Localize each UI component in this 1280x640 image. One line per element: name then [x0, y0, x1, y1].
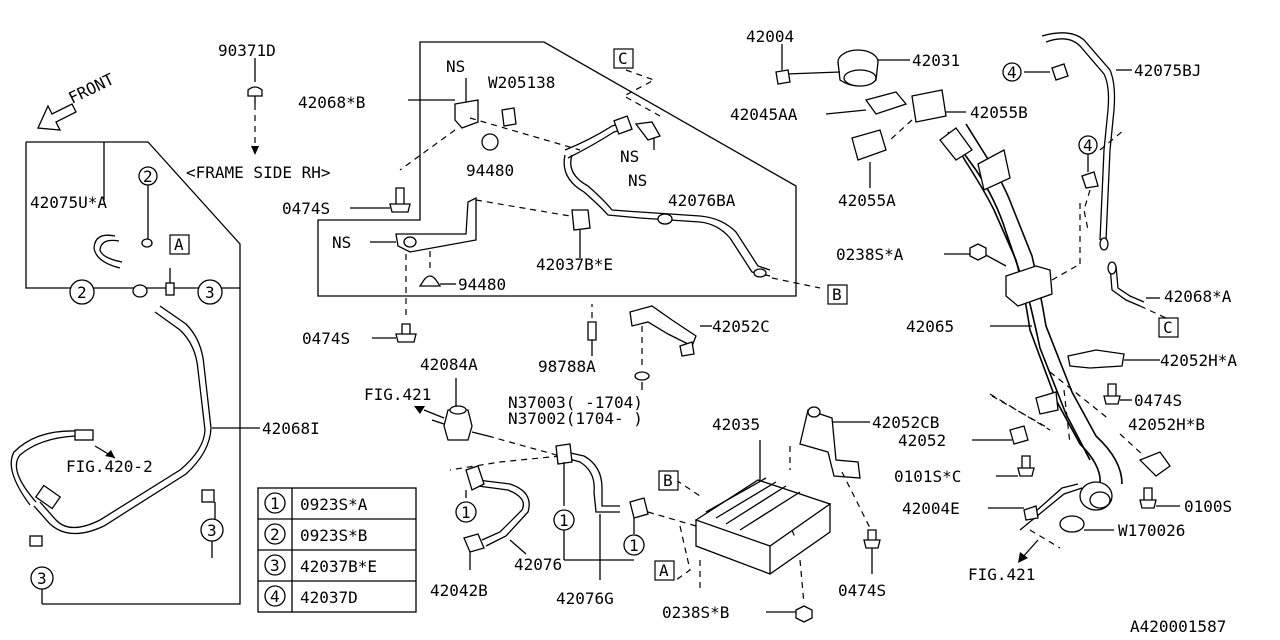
part-42004[interactable]: 42004 [746, 27, 794, 46]
part-42031[interactable]: 42031 [912, 51, 960, 70]
circle-2-a: 2 [143, 167, 153, 186]
part-42076[interactable]: 42076 [514, 555, 562, 574]
part-94480-b[interactable]: 94480 [458, 275, 506, 294]
fig-420-2[interactable]: FIG.420-2 [66, 457, 153, 476]
part-W170026[interactable]: W170026 [1118, 521, 1185, 540]
legend-part-1[interactable]: 0923S*A [300, 495, 368, 514]
legend-num-4: 4 [270, 587, 280, 606]
part-42068B[interactable]: 42068*B [298, 93, 365, 112]
part-0101SC[interactable]: 0101S*C [894, 467, 961, 486]
part-42052[interactable]: 42052 [898, 431, 946, 450]
ref-box-a-a[interactable]: A [174, 235, 184, 254]
part-42004E[interactable]: 42004E [902, 499, 960, 518]
part-42068I[interactable]: 42068I [262, 419, 320, 438]
part-0100S[interactable]: 0100S [1184, 497, 1232, 516]
part-90371D[interactable]: 90371D [218, 41, 276, 60]
part-42076G[interactable]: 42076G [556, 589, 614, 608]
left-detail-panel [26, 141, 241, 605]
note-N37003: N37003( -1704) [508, 393, 643, 412]
part-42055A[interactable]: 42055A [838, 191, 896, 210]
part-42052C[interactable]: 42052C [712, 317, 770, 336]
part-42045AA[interactable]: 42045AA [730, 105, 798, 124]
part-42052CB[interactable]: 42052CB [872, 413, 939, 432]
part-42035[interactable]: 42035 [712, 415, 760, 434]
ref-box-b-a[interactable]: B [832, 285, 842, 304]
fig-421-b[interactable]: FIG.421 [968, 565, 1035, 584]
part-42055B[interactable]: 42055B [970, 103, 1028, 122]
legend-num-2: 2 [270, 525, 280, 544]
frame-side-label: <FRAME SIDE RH> [186, 163, 331, 182]
legend-num-3: 3 [270, 556, 280, 575]
part-0474S-a[interactable]: 0474S [282, 199, 330, 218]
part-42075BJ[interactable]: 42075BJ [1134, 61, 1201, 80]
part-42084A[interactable]: 42084A [420, 355, 478, 374]
part-42068A[interactable]: 42068*A [1164, 287, 1232, 306]
ns-label-3: NS [628, 171, 647, 190]
part-42037BE[interactable]: 42037B*E [536, 255, 613, 274]
ref-box-c-top[interactable]: C [618, 49, 628, 68]
part-42075UA[interactable]: 42075U*A [30, 193, 107, 212]
front-arrow-icon [37, 103, 77, 131]
ns-label-4: NS [332, 233, 351, 252]
part-0474S-c[interactable]: 0474S [1134, 391, 1182, 410]
circle-2-b: 2 [77, 283, 87, 302]
legend-num-1: 1 [270, 494, 280, 513]
part-0238SB[interactable]: 0238S*B [662, 603, 729, 622]
circle-4-b: 4 [1083, 136, 1093, 155]
legend-part-4[interactable]: 42037D [300, 588, 358, 607]
circle-3-b: 3 [207, 521, 217, 540]
part-0474S-b[interactable]: 0474S [302, 329, 350, 348]
part-42052HA[interactable]: 42052H*A [1160, 351, 1237, 370]
legend-part-2[interactable]: 0923S*B [300, 526, 367, 545]
part-0474S-d[interactable]: 0474S [838, 581, 886, 600]
ref-box-c-b[interactable]: C [1163, 318, 1173, 337]
part-42065[interactable]: 42065 [906, 317, 954, 336]
part-98788A[interactable]: 98788A [538, 357, 596, 376]
circle-1-c: 1 [629, 536, 639, 555]
ref-box-a-b[interactable]: A [659, 561, 669, 580]
part-94480-a[interactable]: 94480 [466, 161, 514, 180]
part-42052HB[interactable]: 42052H*B [1128, 415, 1205, 434]
ref-box-b-b[interactable]: B [663, 471, 673, 490]
part-42076BA[interactable]: 42076BA [668, 191, 736, 210]
ns-label-2: NS [620, 147, 639, 166]
part-42042B[interactable]: 42042B [430, 581, 488, 600]
part-W205138[interactable]: W205138 [488, 73, 555, 92]
fig-421-a[interactable]: FIG.421 [364, 385, 431, 404]
circle-3-c: 3 [37, 569, 47, 588]
circle-3-a: 3 [205, 283, 215, 302]
circle-4-a: 4 [1007, 63, 1017, 82]
middle-detail-panel [317, 41, 797, 297]
circle-1-b: 1 [559, 511, 569, 530]
ns-label-1: NS [446, 57, 465, 76]
diagram-id: A420001587 [1130, 617, 1226, 636]
circle-1-a: 1 [461, 503, 471, 522]
legend-part-3[interactable]: 42037B*E [300, 557, 377, 576]
part-0238SA[interactable]: 0238S*A [836, 245, 904, 264]
note-N37002: N37002(1704- ) [508, 409, 643, 428]
